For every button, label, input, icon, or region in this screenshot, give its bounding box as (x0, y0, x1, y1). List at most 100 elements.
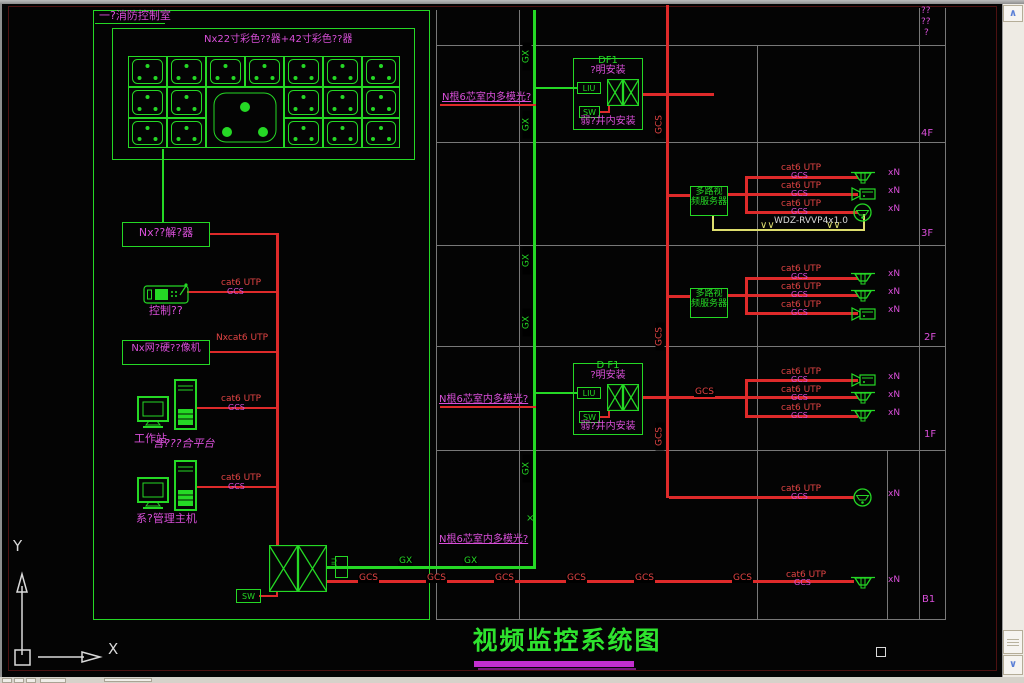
fiber-note: N根6芯室内多模光? (439, 534, 529, 545)
riser-label: GX (522, 110, 532, 139)
monitor-icon (323, 118, 362, 152)
wire-red (643, 396, 747, 399)
count-label: xN (888, 489, 901, 499)
cable-label: GCS (228, 403, 245, 412)
wire-red (276, 591, 278, 597)
decoder-box (122, 222, 210, 247)
dome-camera-icon (850, 574, 876, 594)
wire-red (746, 277, 858, 280)
riser-label: GX (522, 42, 532, 71)
fiber-note-line (440, 104, 536, 106)
device-box: SW (236, 589, 261, 603)
junction-mark: × (526, 513, 535, 524)
layout-tab[interactable] (40, 678, 66, 683)
floor-label: ?? (921, 17, 931, 27)
drawing-border (8, 6, 997, 671)
floor-line-3f (437, 245, 946, 246)
h-scrollbar-piece[interactable] (104, 678, 152, 682)
layout-tab[interactable] (26, 678, 36, 683)
scroll-down-button[interactable]: ∨ (1003, 655, 1023, 675)
cable-label: cat6 UTP (221, 473, 262, 483)
device-box: SW (579, 106, 600, 118)
wire-red-gcs-b1 (327, 580, 854, 583)
layout-tab[interactable] (14, 678, 24, 683)
window-top-edge (0, 0, 1024, 4)
cable-label: cat6 UTP (781, 199, 822, 209)
cable-label: GCS (634, 573, 655, 583)
break-mark: ∨∨ (826, 220, 841, 231)
cable-label: GCS (227, 287, 244, 296)
box-camera-icon (850, 186, 876, 206)
cable-label: cat6 UTP (781, 181, 822, 191)
cable-label: GCS (791, 492, 808, 501)
device-box-label: SW (583, 107, 596, 117)
df1-label: D F1 (596, 360, 620, 371)
grip-square (876, 647, 886, 657)
scrollbar-grip-icon (1007, 637, 1019, 646)
riser-gx (533, 10, 536, 568)
riser-gcs (666, 5, 669, 498)
wire-red (669, 194, 690, 197)
device-box-label: SW (242, 591, 255, 601)
workstation-icon (136, 378, 198, 436)
server-host-label: 系?管理主机 (136, 512, 197, 525)
fiber-note: N根6芯室内多模光? (442, 92, 532, 103)
keyboard-label: 控制?? (149, 304, 183, 317)
scroll-up-button[interactable]: ∧ (1003, 5, 1023, 22)
video-server-label: 多路视 (695, 187, 723, 197)
wire-red (728, 193, 858, 196)
cable-label: GCS (732, 573, 753, 583)
cable-label: cat6 UTP (781, 282, 822, 292)
fiber-transceiver-icon (297, 544, 328, 596)
floor-label: 2F (924, 332, 937, 343)
monitor-icon (167, 56, 206, 91)
scroll-up-icon: ∧ (1008, 8, 1018, 19)
count-label: xN (888, 204, 901, 214)
wire-red (746, 211, 858, 214)
cable-label: cat6 UTP (221, 394, 262, 404)
fiber-note-line (440, 406, 536, 408)
cable-label: cat6 UTP (781, 484, 822, 494)
control-room-box (93, 10, 430, 620)
title-underline-shadow (478, 668, 636, 670)
break-mark: ∨∨ (760, 220, 775, 231)
nvr-box (122, 340, 210, 365)
layout-tab[interactable] (2, 678, 12, 683)
device-box: LIU (577, 387, 601, 399)
install-note: ?明安装 (590, 370, 626, 381)
cable-label: cat6 UTP (221, 278, 262, 288)
riser-label: GX (522, 246, 532, 275)
monitor-icon (323, 56, 362, 91)
fiber-transceiver-icon (606, 383, 624, 415)
df1-box-1f (573, 363, 643, 435)
floor-line-1f (437, 450, 946, 451)
grid-line (945, 8, 946, 620)
fiber-transceiver-icon (606, 78, 624, 110)
grid-line (887, 450, 888, 619)
annotation: 含???合平台 (153, 437, 215, 450)
wire-red (746, 312, 858, 315)
cable-label: GCS (228, 482, 245, 491)
grid-line (436, 10, 437, 620)
count-label: xN (888, 390, 901, 400)
riser-label: GCS (655, 322, 665, 351)
v-scrollbar-track[interactable] (1002, 4, 1024, 683)
count-label: xN (888, 186, 901, 196)
workstation-icon (136, 459, 198, 517)
device-box-label: SW (583, 412, 596, 422)
count-label: xN (888, 575, 901, 585)
dome-camera-icon (850, 407, 876, 427)
v-scrollbar-thumb[interactable] (1003, 630, 1023, 654)
floor-line-4f (437, 142, 946, 143)
wire-red (600, 416, 610, 418)
dome-camera-icon (850, 270, 876, 290)
cable-label: GCS (358, 573, 379, 583)
ucs-x-label: X (108, 640, 119, 658)
monitor-wall-label: Nx22寸彩色??器+42寸彩色??器 (204, 34, 353, 45)
monitor-icon (323, 87, 362, 122)
wire-red (210, 233, 277, 235)
video-server-label: 多路视 (695, 289, 723, 299)
cable-label: cat6 UTP (781, 403, 822, 413)
wire-yellow (712, 229, 865, 231)
